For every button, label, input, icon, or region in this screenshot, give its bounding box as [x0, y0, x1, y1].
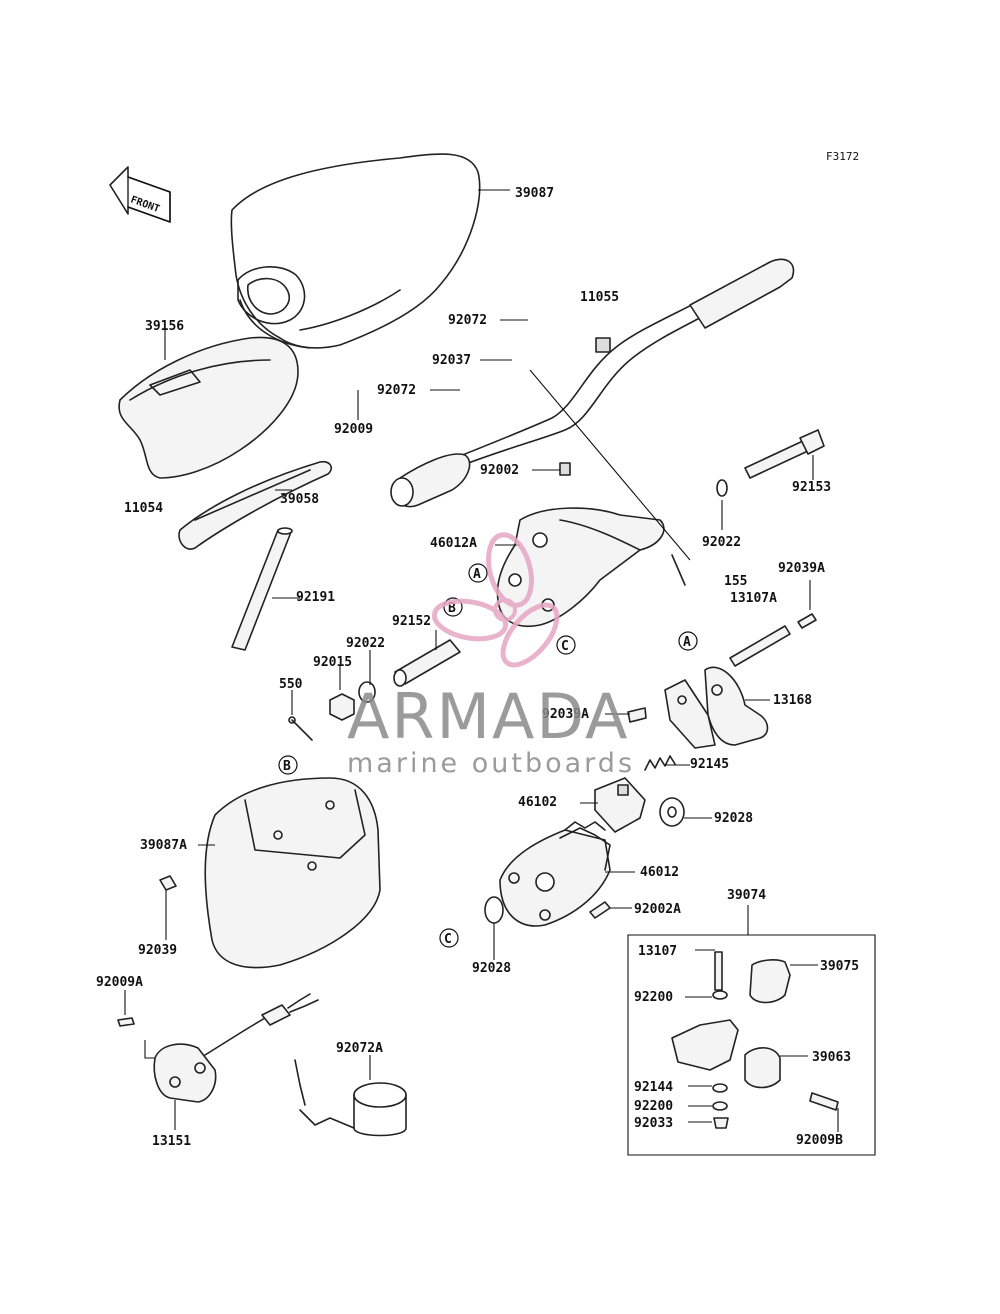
part-label-92002: 92002: [480, 463, 519, 478]
bolt-92002A: [589, 901, 611, 919]
callout-c-top-label: C: [561, 639, 569, 654]
watermark-logo: ARMADA marine outboards: [347, 532, 635, 779]
part-label-39063: 39063: [812, 1050, 851, 1065]
washer-92022-right: [716, 479, 728, 497]
part-label-13107: 13107: [638, 944, 677, 959]
sleeve-92152: [393, 639, 461, 687]
handlebar-cover-39087: [230, 153, 481, 349]
clamp-92072A: [294, 1059, 407, 1137]
part-label-92028-bottom: 92028: [472, 961, 511, 976]
callout-c-bottom-label: C: [444, 932, 452, 947]
pad-39156: [118, 336, 299, 479]
callout-a-lever: A: [678, 631, 698, 651]
tube-92191: [231, 527, 293, 651]
steering-holder-46012A: [496, 462, 686, 627]
washer-92028-bottom: [484, 896, 504, 924]
part-label-92072-top: 92072: [448, 313, 487, 328]
part-label-92039A-top: 92039A: [778, 561, 825, 576]
strip-39058: [178, 460, 332, 550]
callout-b-cover-label: B: [283, 759, 291, 774]
part-label-11055: 11055: [580, 290, 619, 305]
part-label-92009: 92009: [334, 422, 373, 437]
washer-92022-left: [358, 681, 376, 703]
housing-46012: [499, 821, 611, 927]
callout-a-top: A: [468, 563, 488, 583]
lower-cover-39087A: [204, 777, 381, 969]
part-label-39156: 39156: [145, 319, 184, 334]
part-label-92028-right: 92028: [714, 811, 753, 826]
part-label-550: 550: [279, 677, 303, 692]
nut-92015: [329, 693, 355, 721]
front-arrow-icon: FRONT: [109, 166, 171, 223]
part-label-11054: 11054: [124, 501, 163, 516]
part-label-92153: 92153: [792, 480, 831, 495]
callout-a-top-label: A: [473, 567, 481, 582]
figure-code: F3172: [826, 150, 859, 163]
part-label-39087: 39087: [515, 186, 554, 201]
screw-92039A-top: [797, 613, 817, 629]
part-label-92033: 92033: [634, 1116, 673, 1131]
washer-92028-right-hole: [667, 806, 677, 818]
callout-c-bottom: C: [439, 928, 459, 948]
part-label-39058: 39058: [280, 492, 319, 507]
part-label-92037: 92037: [432, 353, 471, 368]
part-label-92009B: 92009B: [796, 1133, 843, 1148]
part-label-92002A: 92002A: [634, 902, 681, 917]
switch-13151: [117, 993, 319, 1103]
part-label-13168: 13168: [773, 693, 812, 708]
part-label-92039: 92039: [138, 943, 177, 958]
callout-a-lever-label: A: [683, 635, 691, 650]
inset-box-39074: [627, 934, 876, 1156]
part-label-92022-right: 92022: [702, 535, 741, 550]
part-label-92200-bottom: 92200: [634, 1099, 673, 1114]
watermark-brand: ARMADA: [347, 680, 629, 753]
part-label-92022-left: 92022: [346, 636, 385, 651]
part-label-92152: 92152: [392, 614, 431, 629]
part-label-39075: 39075: [820, 959, 859, 974]
callout-b-top-label: B: [448, 601, 456, 616]
washer-92028-right: [659, 797, 685, 827]
part-label-46012: 46012: [640, 865, 679, 880]
part-label-46102: 46102: [518, 795, 557, 810]
part-label-92072-mid: 92072: [377, 383, 416, 398]
handlebar-11055: [390, 258, 795, 508]
part-label-155: 155: [724, 574, 747, 589]
watermark-tagline: marine outboards: [347, 748, 635, 779]
part-label-13151: 13151: [152, 1134, 191, 1149]
part-label-92039A-mid: 92039A: [542, 707, 589, 722]
spring-92145: [644, 755, 676, 771]
part-label-39087A: 39087A: [140, 838, 187, 853]
part-label-92191: 92191: [296, 590, 335, 605]
part-label-92009A: 92009A: [96, 975, 143, 990]
propeller-icon: [431, 532, 560, 668]
part-label-39074: 39074: [727, 888, 766, 903]
lever-13168: [664, 666, 769, 749]
bolt-92153: [744, 429, 825, 479]
part-label-92200-top: 92200: [634, 990, 673, 1005]
screw-92039: [159, 875, 177, 891]
part-label-92145: 92145: [690, 757, 729, 772]
part-label-92072A: 92072A: [336, 1041, 383, 1056]
pin-13107A: [729, 625, 791, 667]
block-46102: [594, 777, 646, 833]
part-label-92144: 92144: [634, 1080, 673, 1095]
part-label-46012A: 46012A: [430, 536, 477, 551]
callout-b-cover: B: [278, 755, 298, 775]
callout-c-top: C: [556, 635, 576, 655]
pin-550: [288, 716, 313, 741]
part-label-13107A: 13107A: [730, 591, 777, 606]
part-label-92015: 92015: [313, 655, 352, 670]
screw-92039A-mid: [627, 707, 647, 723]
leader-lines: [124, 189, 839, 1132]
